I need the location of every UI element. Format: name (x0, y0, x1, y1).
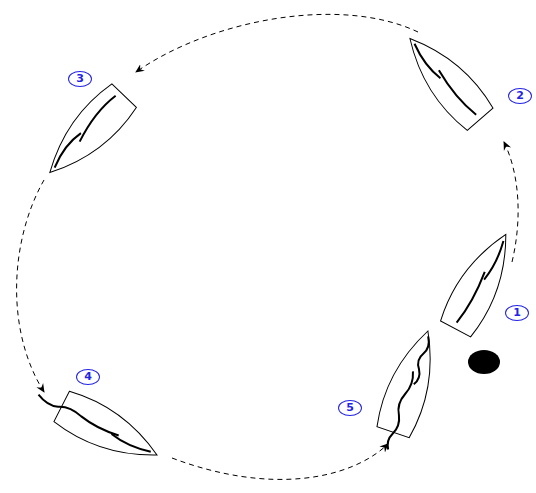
boat (438, 225, 523, 338)
boat (368, 324, 446, 455)
callout-number: 2 (508, 88, 532, 104)
callout-number: 1 (505, 305, 529, 321)
callout-number: 4 (76, 369, 100, 385)
mark-buoy (468, 350, 500, 374)
boat (29, 377, 166, 473)
track-path (17, 14, 519, 479)
boat (35, 82, 138, 187)
callout-number: 5 (338, 400, 362, 416)
boat (395, 25, 495, 132)
callout-number: 3 (68, 71, 92, 87)
